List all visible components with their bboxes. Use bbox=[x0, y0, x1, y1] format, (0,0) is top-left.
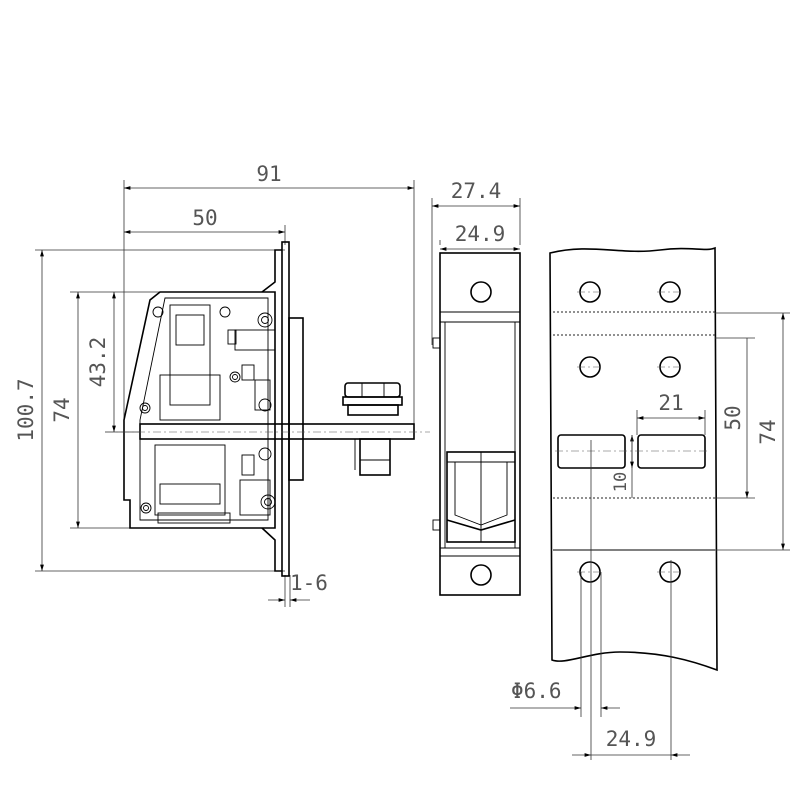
screw-hole bbox=[470, 564, 492, 586]
toggle-handle bbox=[446, 451, 516, 543]
screw-hole bbox=[470, 281, 492, 303]
dimension-slot-height: 10 bbox=[611, 435, 634, 498]
dimension-depth-to-plate: 50 bbox=[124, 206, 285, 234]
dim-label: 43.2 bbox=[86, 337, 110, 388]
dim-label: Φ6.6 bbox=[511, 679, 562, 703]
dimension-hole-spacing: 24.9 bbox=[572, 727, 690, 757]
breaker-front bbox=[439, 252, 521, 596]
dim-label: 100.7 bbox=[14, 378, 38, 441]
dim-label: 24.9 bbox=[455, 222, 506, 246]
cutout-view: 21 50 74 10 Φ6.6 24.9 bbox=[510, 246, 790, 760]
dim-label: 50 bbox=[721, 405, 745, 430]
dim-label: 1-6 bbox=[290, 571, 328, 595]
front-view: 27.4 24.9 bbox=[431, 179, 521, 596]
dimension-cutout-height: 74 bbox=[756, 313, 785, 550]
dim-label: 74 bbox=[50, 397, 74, 422]
dimension-overall-height: 100.7 bbox=[14, 249, 44, 571]
mounting-panel bbox=[549, 246, 718, 672]
dim-label: 27.4 bbox=[451, 179, 502, 203]
dimension-plate-thickness: 1-6 bbox=[268, 571, 328, 607]
shaft bbox=[139, 423, 415, 440]
dimension-axis-height: 43.2 bbox=[86, 292, 116, 432]
dimension-body-height: 74 bbox=[50, 292, 80, 528]
dimension-slot-to-edge: 50 bbox=[721, 338, 749, 498]
side-view: 91 50 100.7 74 43.2 1-6 bbox=[14, 162, 430, 607]
bolt bbox=[342, 382, 403, 476]
panel-plate bbox=[281, 241, 290, 577]
dimension-hole-diameter: Φ6.6 bbox=[510, 679, 620, 710]
dim-label: 21 bbox=[658, 391, 683, 415]
dimension-outer-width: 27.4 bbox=[432, 179, 520, 208]
dim-label: 91 bbox=[256, 162, 281, 186]
dimension-inner-width: 24.9 bbox=[440, 222, 520, 251]
dim-label: 50 bbox=[192, 206, 217, 230]
slots bbox=[555, 434, 710, 469]
breaker-body bbox=[123, 291, 276, 529]
dim-label: 10 bbox=[611, 472, 631, 492]
dim-label: 74 bbox=[756, 419, 780, 444]
mounting-holes bbox=[579, 281, 681, 583]
dimension-slot-width: 21 bbox=[637, 391, 705, 420]
flange bbox=[288, 317, 304, 481]
dimension-overall-depth: 91 bbox=[124, 162, 414, 190]
dim-label: 24.9 bbox=[606, 727, 657, 751]
